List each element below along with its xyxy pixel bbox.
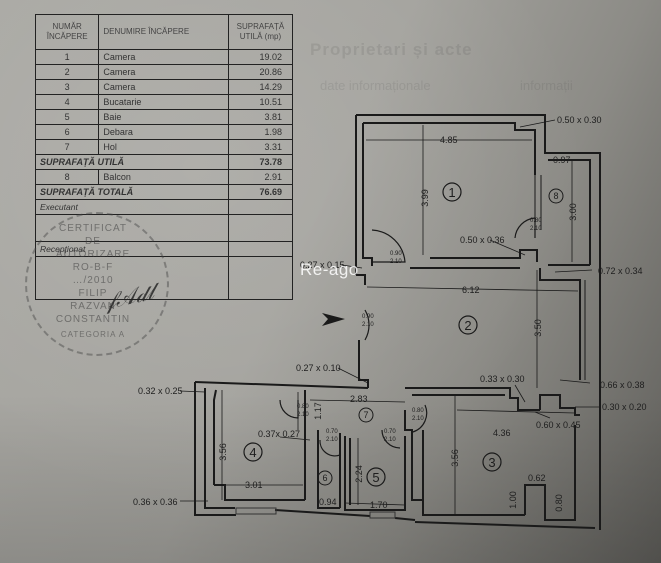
entry-door-swing	[364, 309, 370, 341]
door-storage-w: 0.70	[326, 429, 338, 435]
header-room-number: NUMĂR ÎNCĂPERE	[34, 14, 100, 50]
door-room3-h: 2.10	[412, 416, 424, 422]
room3-door-swing	[412, 404, 428, 433]
room-circle-6	[317, 470, 333, 486]
door-kitchen-w: 0.80	[297, 404, 309, 410]
room-number-8: 8	[553, 191, 558, 201]
pillar-room1-bottom: 0.50 x 0.36	[460, 235, 505, 245]
dim-room3-notch-h1: 1.00	[508, 491, 518, 509]
pillar-right-mid: 0.72 x 0.34	[598, 266, 643, 276]
door-entry-h: 2.10	[362, 322, 374, 328]
room-number-6: 6	[322, 473, 327, 483]
header-room-area: SUPRAFAȚĂ UTILĂ (mp)	[227, 14, 294, 50]
door-room3-w: 0.80	[412, 408, 424, 414]
room-circle-7	[358, 407, 374, 423]
show-through-text: date informaționale	[320, 78, 431, 93]
room-circle-1	[442, 182, 462, 202]
windows	[235, 507, 396, 519]
door-bath-h: 2.10	[384, 437, 396, 443]
watermark: Re-ago	[300, 260, 359, 279]
dim-room5-height: 2.24	[354, 465, 364, 483]
door-labels: 0.90 2.10 0.80 2.10 0.90 2.10 0.80 2.10 …	[297, 218, 542, 443]
room-circle-2	[458, 315, 478, 335]
door-balcony-h: 2.10	[530, 226, 542, 232]
room-number-2: 2	[464, 318, 471, 333]
pillar-labels: 0.50 x 0.30 0.50 x 0.36 0.27 x 0.15 0.72…	[133, 115, 647, 507]
room-number-4: 4	[249, 445, 256, 460]
dim-room1-width: 4.85	[440, 135, 458, 145]
storage-door-swing	[319, 439, 341, 457]
show-through-text: informații	[520, 78, 573, 93]
dim-room1-height: 3.99	[420, 189, 430, 207]
executant-row: Executant	[35, 199, 294, 215]
room-labels: 1 2 3 4 5 6 7 8	[243, 182, 564, 487]
door-bath-w: 0.70	[384, 429, 396, 435]
pillar-entry-top: 0.27 x 0.15	[300, 260, 345, 270]
dim-room4-height: 3.56	[218, 443, 228, 461]
table-row: 8 Balcon 2.91	[34, 169, 294, 185]
dimension-labels: 4.85 3.99 0.97 3.00 6.12 3.50 2.83 1.17 …	[218, 135, 578, 512]
show-through-text: Proprietari și acte	[310, 40, 473, 59]
leader-lines	[179, 119, 600, 502]
dim-hall-height: 1.17	[313, 402, 323, 420]
dim-room2-width: 6.12	[462, 285, 480, 295]
pillar-room3-corner: 0.60 x 0.45	[536, 420, 581, 430]
pillar-room4-side: 0.37x 0.27	[258, 429, 300, 439]
dim-room5-width: 1.70	[370, 500, 388, 510]
room-circle-8	[548, 188, 564, 204]
room-circle-4	[243, 442, 263, 462]
door-room1-h: 2.10	[390, 259, 402, 265]
room-circle-3	[482, 452, 502, 472]
pillar-entry-bottom: 0.27 x 0.10	[296, 363, 341, 373]
room-circle-5	[366, 467, 386, 487]
room-number-7: 7	[363, 410, 368, 420]
total-area-row: SUPRAFAȚĂ TOTALĂ 76.69	[35, 184, 294, 200]
dim-room6-width: 0.94	[319, 497, 337, 507]
door-entry-w: 0.90	[362, 314, 374, 320]
pillar-room4-bottom: 0.36 x 0.36	[133, 497, 178, 507]
balcony-door-swing	[514, 217, 536, 239]
pillar-right-lower2: 0.30 x 0.20	[602, 402, 647, 412]
room-number-1: 1	[448, 185, 455, 200]
pillar-room4-top: 0.32 x 0.25	[138, 386, 183, 396]
kitchen-door-swing	[279, 399, 299, 419]
dim-room3-width: 4.36	[493, 428, 511, 438]
dim-room3-notch-width: 0.62	[528, 473, 546, 483]
dim-room2-height: 3.50	[533, 319, 543, 337]
dimension-lines	[215, 125, 579, 515]
dim-hall-width: 2.83	[350, 394, 368, 404]
bath-door-swing	[381, 429, 401, 449]
pillar-top-right: 0.50 x 0.30	[557, 115, 602, 125]
dim-balcony-height: 3.00	[568, 203, 578, 221]
dim-balcony-width: 0.97	[553, 155, 571, 165]
entrance-arrow-icon	[322, 313, 345, 326]
door-kitchen-h: 2.10	[297, 412, 309, 418]
door-storage-h: 2.10	[326, 437, 338, 443]
room-number-5: 5	[372, 470, 379, 485]
door-room1-w: 0.90	[390, 251, 402, 257]
blank-cell	[227, 214, 294, 242]
room-area-table: NUMĂR ÎNCĂPERE DENUMIRE ÎNCĂPERE SUPRAFA…	[34, 14, 294, 300]
dim-room4-width: 3.01	[245, 480, 263, 490]
door-balcony-w: 0.80	[530, 218, 542, 224]
pillar-right-lower: 0.66 x 0.38	[600, 380, 645, 390]
blank-cell	[227, 256, 294, 300]
dim-room3-height: 3.56	[450, 449, 460, 467]
dim-room3-notch-h2: 0.80	[554, 494, 564, 512]
pillar-room3-top: 0.33 x 0.30	[480, 374, 525, 384]
blank-row	[35, 256, 294, 300]
room-number-3: 3	[488, 455, 495, 470]
room1-door-swing	[371, 229, 406, 263]
